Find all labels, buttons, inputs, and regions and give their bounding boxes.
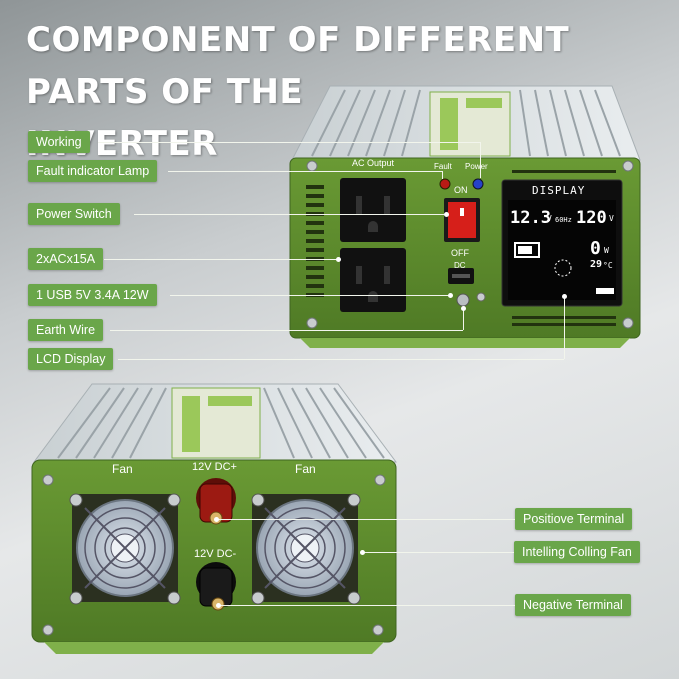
lcd-temperature: 29 xyxy=(590,259,603,270)
power-switch-rocker xyxy=(448,202,476,238)
power-label: Power xyxy=(465,162,488,171)
on-label: ON xyxy=(454,185,468,195)
dc-minus-label: 12V DC- xyxy=(194,548,237,560)
ac-outlet-top xyxy=(340,178,406,242)
ac-outlet-bottom xyxy=(340,248,406,312)
title-line-1: COMPONENT OF DIFFERENT PARTS OF THE xyxy=(26,20,570,112)
fan-right-label: Fan xyxy=(295,462,316,476)
power-led xyxy=(472,178,484,190)
lcd-output-unit: V xyxy=(609,214,614,223)
ac-outlets-label: 2xACx15A xyxy=(28,248,104,270)
lcd-input-voltage: 12.3 xyxy=(510,208,551,228)
negative-terminal xyxy=(196,562,236,611)
lcd-input-unit: V xyxy=(547,214,552,223)
working-label: Working xyxy=(28,131,90,153)
dc-label: DC xyxy=(454,261,466,270)
fault-label: Fault xyxy=(434,162,452,171)
lcd-temperature-unit: °C xyxy=(603,261,613,270)
off-label: OFF xyxy=(451,248,469,258)
power-switch-label: Power Switch xyxy=(28,203,120,225)
ac-output-label: AC Output xyxy=(352,158,395,168)
lcd-title: DISPLAY xyxy=(532,184,586,197)
earth-terminal xyxy=(456,293,470,307)
dc-plus-label: 12V DC+ xyxy=(192,461,237,473)
page-title: COMPONENT OF DIFFERENT PARTS OF THE INVE… xyxy=(26,14,666,170)
lcd-watts: 0 xyxy=(590,238,601,259)
fan-left-label: Fan xyxy=(112,462,133,476)
lcd-display-label: LCD Display xyxy=(28,348,114,370)
right-fan xyxy=(251,493,361,605)
lcd-watts-unit: W xyxy=(604,246,609,255)
fault-led xyxy=(439,178,451,190)
positive-terminal xyxy=(196,478,236,525)
lcd-frequency: 60Hz xyxy=(555,216,572,224)
fault-lamp-label: Fault indicator Lamp xyxy=(28,160,158,182)
positive-terminal-label: Positiove Terminal xyxy=(515,508,633,530)
lcd-output-voltage: 120 xyxy=(576,208,607,228)
cooling-fan-label: Intelling Colling Fan xyxy=(514,541,640,563)
left-fan xyxy=(69,493,181,605)
usb-label: 1 USB 5V 3.4A 12W xyxy=(28,284,157,306)
negative-terminal-label: Negative Terminal xyxy=(515,594,631,616)
earth-wire-label: Earth Wire xyxy=(28,319,104,341)
